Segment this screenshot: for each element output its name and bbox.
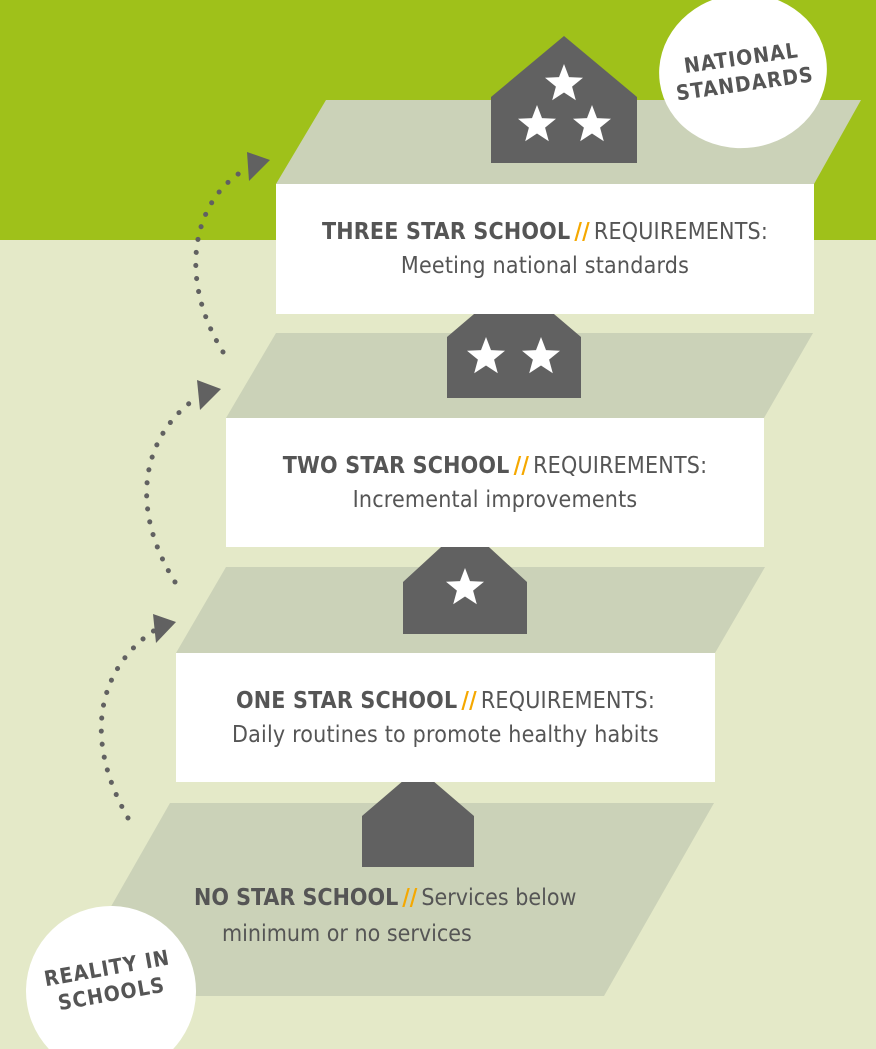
one-star-description: Daily routines to promote healthy habits	[231, 721, 659, 748]
platform-no-star	[60, 803, 714, 996]
two-star-star-icon-2	[522, 337, 560, 374]
one-star-separator: //	[461, 687, 477, 714]
three-star-star-icon-1	[545, 64, 583, 101]
three-star-separator: //	[574, 219, 590, 245]
three-star-label: REQUIREMENTS:	[593, 219, 769, 245]
arrow-path-2	[144, 394, 201, 585]
arrow-head-3-icon	[247, 152, 270, 181]
two-star-title: TWO STAR SCHOOL	[282, 452, 510, 479]
no-star-line1: NO STAR SCHOOL//Services below	[194, 880, 576, 916]
one-star-star-icon-1	[446, 568, 484, 605]
one-star-label: REQUIREMENTS:	[480, 687, 656, 714]
two-star-label: REQUIREMENTS:	[533, 452, 708, 479]
one-star-title: ONE STAR SCHOOL	[235, 687, 458, 714]
two-star-star-icon-1	[467, 337, 505, 374]
no-star-text-1: Services below	[421, 885, 577, 911]
arrow-path-1	[98, 625, 161, 821]
star-icons	[446, 64, 611, 605]
panel-one-star: ONE STAR SCHOOL//REQUIREMENTS: Daily rou…	[176, 653, 715, 782]
arrow-head-1-icon	[153, 614, 176, 643]
two-star-separator: //	[513, 452, 530, 479]
no-star-text-2: minimum or no services	[222, 921, 472, 947]
three-star-description: Meeting national standards	[400, 253, 690, 279]
arrow-path-3	[193, 165, 251, 355]
three-star-star-icon-2	[518, 105, 556, 142]
three-star-title: THREE STAR SCHOOL	[321, 219, 571, 245]
house-no-star-icon	[362, 768, 474, 867]
no-star-title: NO STAR SCHOOL	[194, 885, 399, 911]
no-star-separator: //	[402, 885, 418, 911]
three-star-star-icon-3	[573, 105, 611, 142]
panel-three-star: THREE STAR SCHOOL//REQUIREMENTS: Meeting…	[276, 184, 814, 314]
panel-two-star: TWO STAR SCHOOL//REQUIREMENTS: Increment…	[226, 418, 764, 547]
arrow-head-2-icon	[197, 380, 221, 410]
two-star-description: Incremental improvements	[352, 486, 638, 513]
